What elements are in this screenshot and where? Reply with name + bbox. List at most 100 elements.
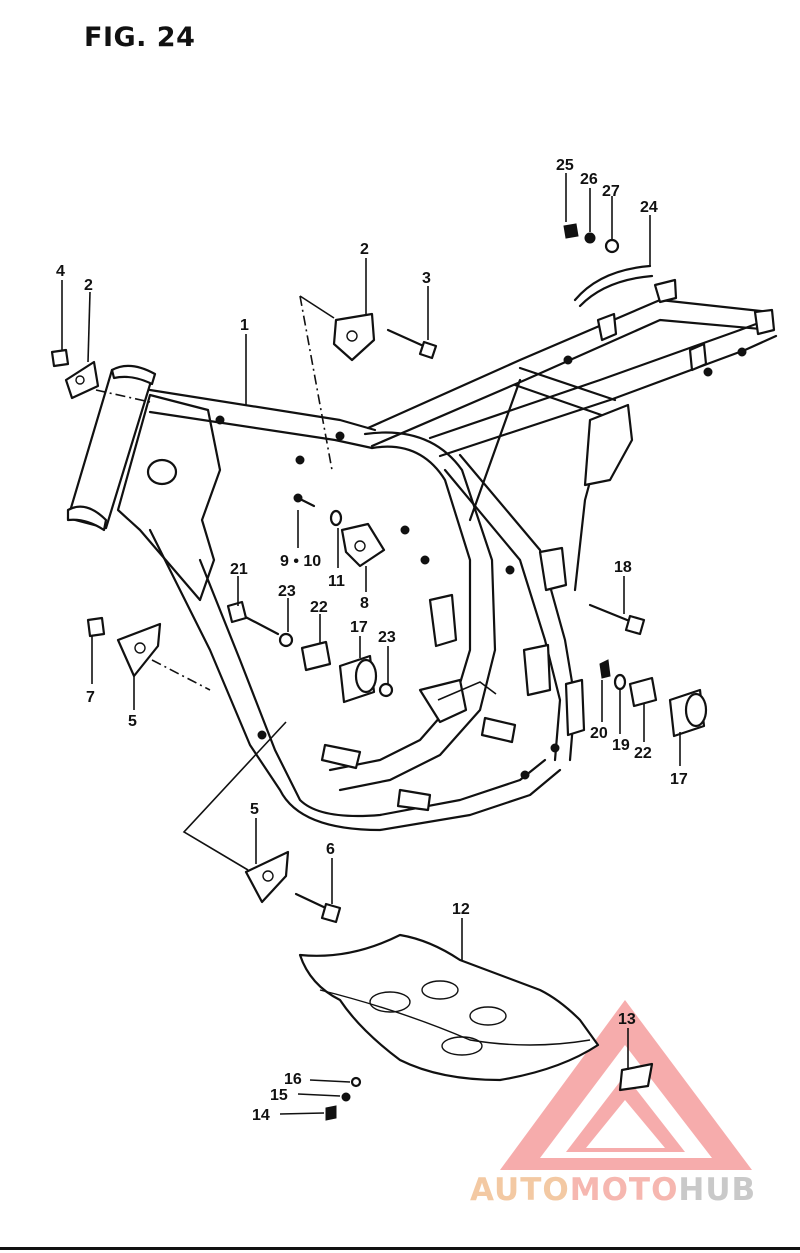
bottom-border [0, 1247, 800, 1250]
callout-16: 16 [284, 1071, 302, 1088]
callout-11: 11 [328, 573, 345, 590]
nut-4 [50, 348, 70, 368]
bracket-hole [354, 540, 366, 552]
washer-16 [350, 1076, 362, 1088]
skid-plate-body [298, 933, 600, 1082]
plate-hole [262, 870, 274, 882]
upper-rail-right-inner [438, 334, 778, 458]
callout-23-right: 23 [378, 629, 396, 646]
swingarm-tab [564, 678, 586, 737]
callout-5-upper: 5 [128, 713, 137, 730]
callout-14: 14 [252, 1107, 270, 1124]
callout-17-left: 17 [350, 619, 368, 636]
callout-22-right: 22 [634, 745, 652, 762]
frame-bolt [737, 347, 747, 357]
rail-bracket [753, 308, 776, 336]
skid-plate-ridge [319, 989, 591, 1046]
callout-5-lower: 5 [250, 801, 259, 818]
callout-20: 20 [590, 725, 608, 742]
steering-head-top [110, 364, 157, 386]
frame-bolt [505, 565, 515, 575]
upper-rail-left [366, 298, 772, 430]
plate-hole [134, 642, 146, 654]
rail-bracket [688, 342, 708, 372]
callout-18: 18 [614, 559, 632, 576]
figure-title: FIG. 24 [84, 22, 196, 53]
washer-15 [341, 1092, 351, 1102]
bolt-18-head [624, 614, 646, 636]
rear-strut-left [468, 378, 522, 522]
motorcycle-frame [66, 278, 778, 832]
spacer-22-right [628, 676, 658, 708]
callout-22-left: 22 [310, 599, 328, 616]
frame-bolt [420, 555, 430, 565]
callout-19: 19 [612, 737, 630, 754]
callout-7: 7 [86, 689, 95, 706]
watermark-part-auto: AUTO [470, 1172, 570, 1208]
callout-2-left: 2 [84, 277, 93, 294]
callout-27: 27 [602, 183, 620, 200]
front-down-tube-a [198, 558, 547, 818]
callout-26: 26 [580, 171, 598, 188]
lower-plate [418, 678, 468, 724]
leader-lines [61, 173, 681, 1115]
callout-23-left: 23 [278, 583, 296, 600]
grab-handle-24-edge [578, 274, 654, 308]
washer-26 [584, 232, 596, 244]
mount-17-face [354, 658, 378, 694]
upper-tab [538, 546, 568, 592]
bolt-9-head [293, 493, 303, 503]
frame-bolt [257, 730, 267, 740]
callout-2-center: 2 [360, 241, 369, 258]
rear-gusset-plate [583, 403, 634, 487]
frame-bolt [400, 525, 410, 535]
engine-plate-5-upper [116, 622, 162, 678]
callout-9-10: 9 • 10 [280, 553, 321, 570]
front-down-tube-b [148, 528, 562, 832]
rear-down-tube-a [443, 468, 562, 762]
mount-plate-2-center [332, 312, 376, 362]
center-down-tube-b [338, 431, 497, 792]
rail-bracket [596, 312, 618, 342]
footpeg-mount [396, 788, 432, 812]
top-tube-lower [148, 410, 374, 450]
frame-bolt [550, 743, 560, 753]
watermark-part-hub: HUB [678, 1172, 757, 1208]
mount-plate-2-left [64, 360, 100, 400]
callout-24: 24 [640, 199, 658, 216]
rear-mount-tab [522, 643, 552, 697]
callout-21: 21 [230, 561, 248, 578]
skid-plate-12 [298, 933, 600, 1082]
mount-17-face-right [684, 692, 708, 728]
nut-7 [86, 616, 106, 638]
callout-13: 13 [618, 1011, 636, 1028]
callout-12: 12 [452, 901, 470, 918]
callout-25: 25 [556, 157, 574, 174]
callout-17-right: 17 [670, 771, 688, 788]
callout-15: 15 [270, 1087, 288, 1104]
callout-6: 6 [326, 841, 335, 858]
grab-handle-24 [573, 264, 652, 302]
frame-bolt [295, 455, 305, 465]
bolt-21-head [226, 600, 248, 624]
frame-bolt [520, 770, 530, 780]
frame-bolt [215, 415, 225, 425]
frame-bolt [703, 367, 713, 377]
watermark-part-moto: MOTO [569, 1172, 679, 1208]
footpeg-mount [480, 716, 517, 744]
washer-23-right [378, 682, 394, 698]
washer-23-left [278, 632, 294, 648]
bolt-3-head [418, 340, 438, 360]
rubber-pad-13 [618, 1062, 654, 1092]
clip-20 [599, 659, 611, 679]
washer-19 [613, 673, 627, 691]
gusset-hole [146, 458, 178, 486]
callout-3: 3 [422, 270, 431, 287]
spacer-22-left [300, 640, 332, 672]
top-tube-upper [148, 388, 377, 432]
callout-8: 8 [360, 595, 369, 612]
engine-plate-5-lower [244, 850, 290, 904]
bracket-8 [340, 522, 386, 568]
frame-bolt [563, 355, 573, 365]
bolt-18 [588, 603, 634, 624]
